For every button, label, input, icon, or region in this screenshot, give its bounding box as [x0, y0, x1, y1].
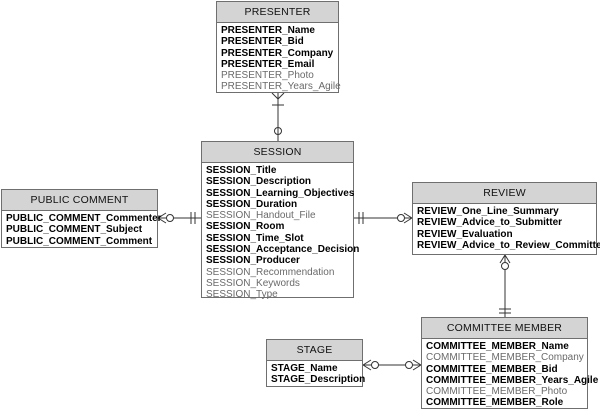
entity-title: PRESENTER — [217, 2, 338, 23]
attribute: COMMITTEE_MEMBER_Name — [426, 341, 569, 352]
attribute-list: REVIEW_One_Line_Summary REVIEW_Advice_to… — [413, 204, 600, 251]
attribute: SESSION_Room — [206, 221, 285, 233]
attribute: COMMITTEE_MEMBER_Company — [426, 352, 584, 364]
attribute-list: PUBLIC_COMMENT_Commenter PUBLIC_COMMENT_… — [2, 211, 162, 247]
attribute: SESSION_Acceptance_Decision — [206, 244, 360, 256]
attribute: COMMITTEE_MEMBER_Photo — [426, 386, 568, 398]
rel-review-committee-member — [499, 254, 511, 317]
attribute: PRESENTER_Years_Agile — [221, 81, 341, 93]
entity-title: REVIEW — [413, 183, 596, 204]
attribute: SESSION_Title — [206, 165, 277, 176]
entity-title: PUBLIC COMMENT — [2, 190, 157, 211]
attribute: SESSION_Time_Slot — [206, 232, 304, 244]
attribute: PRESENTER_Email — [221, 58, 315, 70]
attribute: SESSION_Producer — [206, 255, 300, 267]
attribute-list: SESSION_Title SESSION_Description SESSIO… — [202, 163, 360, 301]
entity-committee-member[interactable]: COMMITTEE MEMBER COMMITTEE_MEMBER_Name C… — [421, 317, 599, 409]
attribute: SESSION_Learning_Objectives — [206, 187, 355, 199]
attribute: SESSION_Keywords — [206, 277, 300, 289]
attribute: COMMITTEE_MEMBER_Years_Agile — [426, 374, 599, 386]
attribute: PRESENTER_Bid — [221, 36, 304, 48]
attribute: PRESENTER_Company — [221, 47, 334, 59]
rel-session-review — [354, 212, 413, 224]
entity-title: STAGE — [267, 340, 362, 361]
attribute: REVIEW_Advice_to_Review_Committee — [417, 239, 600, 251]
attribute: REVIEW_Evaluation — [417, 228, 513, 240]
attribute: PUBLIC_COMMENT_Commenter — [6, 213, 162, 224]
entity-review[interactable]: REVIEW REVIEW_One_Line_Summary REVIEW_Ad… — [412, 182, 600, 255]
attribute: SESSION_Description — [206, 176, 312, 188]
attribute: SESSION_Duration — [206, 198, 298, 210]
entity-public-comment[interactable]: PUBLIC COMMENT PUBLIC_COMMENT_Commenter … — [1, 189, 162, 248]
attribute: PUBLIC_COMMENT_Comment — [6, 235, 153, 247]
attribute: SESSION_Type — [206, 289, 278, 301]
attribute: STAGE_Name — [271, 363, 338, 374]
attribute: REVIEW_One_Line_Summary — [417, 206, 559, 217]
attribute: SESSION_Recommendation — [206, 266, 335, 278]
entity-title: SESSION — [202, 142, 353, 163]
attribute: PRESENTER_Photo — [221, 70, 314, 82]
attribute: COMMITTEE_MEMBER_Bid — [426, 363, 558, 375]
attribute-list: COMMITTEE_MEMBER_Name COMMITTEE_MEMBER_C… — [422, 339, 599, 409]
attribute: SESSION_Handout_File — [206, 210, 316, 222]
entity-session[interactable]: SESSION SESSION_Title SESSION_Descriptio… — [201, 141, 360, 301]
attribute: COMMITTEE_MEMBER_Role — [426, 397, 564, 409]
entity-presenter[interactable]: PRESENTER PRESENTER_Name PRESENTER_Bid P… — [216, 1, 341, 93]
rel-presenter-session — [271, 92, 285, 141]
attribute: PRESENTER_Name — [221, 25, 315, 36]
entity-stage[interactable]: STAGE STAGE_Name STAGE_Description — [266, 339, 366, 387]
rel-session-public-comment — [157, 212, 201, 224]
entity-title: COMMITTEE MEMBER — [422, 318, 587, 339]
attribute: REVIEW_Advice_to_Submitter — [417, 217, 563, 229]
rel-stage-committee-member — [362, 359, 422, 371]
attribute: STAGE_Description — [271, 374, 366, 386]
attribute-list: PRESENTER_Name PRESENTER_Bid PRESENTER_C… — [217, 23, 341, 93]
attribute: PUBLIC_COMMENT_Subject — [6, 224, 143, 236]
attribute-list: STAGE_Name STAGE_Description — [267, 361, 366, 386]
